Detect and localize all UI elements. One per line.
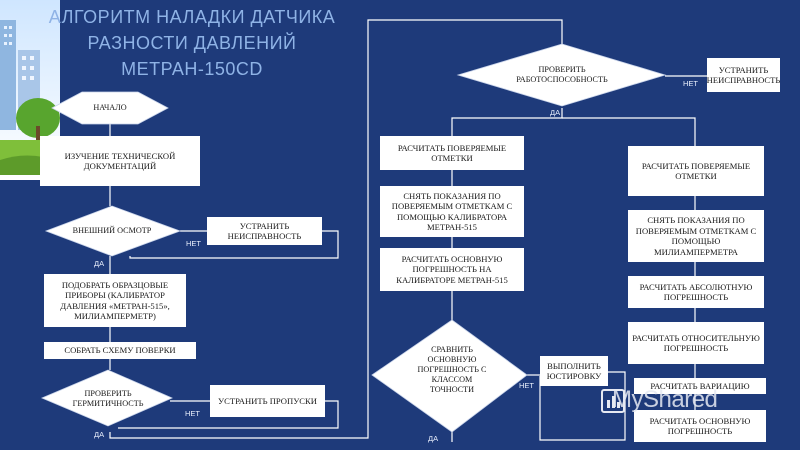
external-inspection-label: ВНЕШНИЙ ОСМОТР: [72, 226, 152, 235]
external-inspection-diamond: [44, 205, 182, 257]
take-readings-box-right: СНЯТЬ ПОКАЗАНИЯ ПО ПОВЕРЯЕМЫМ ОТМЕТКАМ С…: [628, 210, 764, 262]
connector-lines: [109, 19, 707, 442]
no-label: НЕТ: [185, 409, 200, 418]
city-illustration: [0, 0, 60, 180]
yes-label: ДА: [550, 108, 561, 117]
calc-main-error-box-middle: РАСЧИТАТЬ ОСНОВНУЮ ПОГРЕШНОСТЬ НА КАЛИБР…: [380, 248, 524, 291]
calc-variation-box: РАСЧИТАТЬ ВАРИАЦИЮ: [634, 378, 766, 394]
assemble-scheme-box: СОБРАТЬ СХЕМУ ПОВЕРКИ: [44, 342, 196, 359]
fix-fault-box-left: УСТРАНИТЬ НЕИСПРАВНОСТЬ: [207, 217, 322, 245]
start-terminal-shape: [51, 91, 169, 125]
page-title: АЛГОРИТМ НАЛАДКИ ДАТЧИКА РАЗНОСТИ ДАВЛЕН…: [12, 4, 372, 82]
calc-marks-box-right: РАСЧИТАТЬ ПОВЕРЯЕМЫЕ ОТМЕТКИ: [628, 146, 764, 196]
fix-fault-box-right: УСТРАНИТЬ НЕИСПРАВНОСТЬ: [707, 58, 780, 92]
no-label: НЕТ: [683, 79, 698, 88]
check-operability-label: ПРОВЕРИТЬ РАБОТОСПОСОБНОСТЬ: [516, 65, 608, 84]
title-line-3: МЕТРАН-150CD: [121, 59, 263, 79]
check-tightness-label: ПРОВЕРИТЬ ГЕРМИТИЧНОСТЬ: [72, 389, 144, 408]
check-operability-diamond: [456, 43, 667, 107]
check-tightness-diamond: [40, 369, 173, 427]
adjust-box: ВЫПОЛНИТЬ ЮСТИРОВКУ: [540, 356, 608, 386]
no-label: НЕТ: [519, 381, 534, 390]
calc-marks-box-middle: РАСЧИТАТЬ ПОВЕРЯЕМЫЕ ОТМЕТКИ: [380, 136, 524, 170]
start-label: НАЧАЛО: [93, 103, 127, 112]
calc-rel-error-box: РАСЧИТАТЬ ОТНОСИТЕЛЬНУЮ ПОГРЕШНОСТЬ: [628, 322, 764, 364]
myshared-logo-icon: [601, 389, 625, 413]
calc-abs-error-box: РАСЧИТАТЬ АБСОЛЮТНУЮ ПОГРЕШНОСТЬ: [628, 276, 764, 308]
yes-label: ДА: [94, 259, 105, 268]
study-docs-box: ИЗУЧЕНИЕ ТЕХНИЧЕСКОЙ ДОКУМЕНТАЦИЙ: [40, 136, 200, 186]
yes-label: ДА: [428, 434, 439, 443]
fix-leaks-box: УСТРАНИТЬ ПРОПУСКИ: [210, 385, 325, 417]
yes-label: ДА: [94, 430, 105, 439]
compare-error-label: СРАВНИТЬ ОСНОВНУЮ ПОГРЕШНОСТЬ С КЛАССОМ …: [417, 345, 487, 394]
take-readings-box-middle: СНЯТЬ ПОКАЗАНИЯ ПО ПОВЕРЯЕМЫМ ОТМЕТКАМ С…: [380, 186, 524, 237]
select-instruments-box: ПОДОБРАТЬ ОБРАЗЦОВЫЕ ПРИБОРЫ (КАЛИБРАТОР…: [44, 274, 186, 327]
calc-main-error-box-right: РАСЧИТАТЬ ОСНОВНУЮ ПОГРЕШНОСТЬ: [634, 410, 766, 442]
no-label: НЕТ: [186, 239, 201, 248]
title-line-2: РАЗНОСТИ ДАВЛЕНИЙ: [87, 33, 297, 53]
watermark-text: MyShared: [612, 386, 718, 413]
title-line-1: АЛГОРИТМ НАЛАДКИ ДАТЧИКА: [48, 7, 336, 27]
compare-error-diamond: [371, 319, 528, 433]
